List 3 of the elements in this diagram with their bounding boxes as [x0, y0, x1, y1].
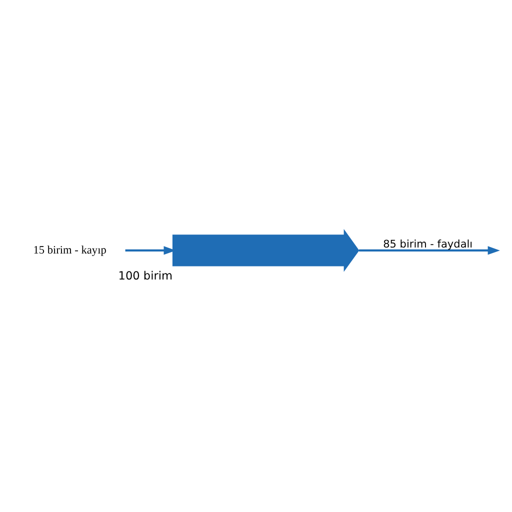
edge-label: 85 birim - faydalı: [383, 238, 473, 250]
node-text: 15 birim - kayıp: [33, 244, 106, 256]
node-label: 100 birim: [118, 269, 173, 282]
